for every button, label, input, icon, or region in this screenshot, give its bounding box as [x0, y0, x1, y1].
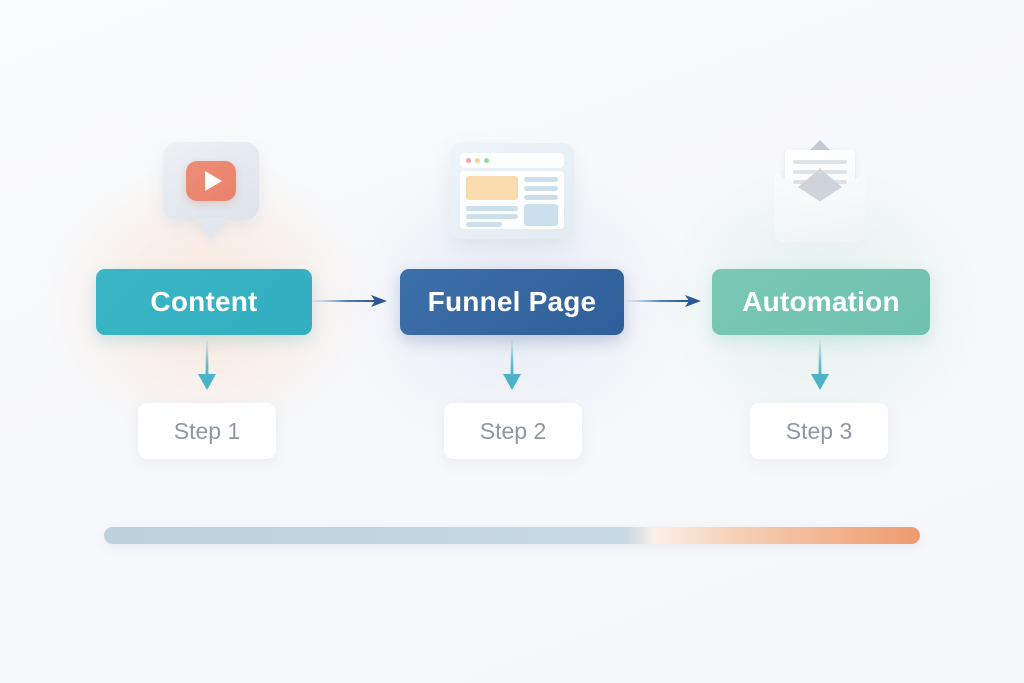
step-card-1[interactable]: Step 1	[138, 403, 276, 459]
page-sidebar-line	[524, 177, 558, 182]
step-label: Step 2	[479, 417, 547, 444]
stage-label: Automation	[742, 286, 900, 317]
step-label: Step 3	[785, 417, 853, 444]
step-card-3[interactable]: Step 3	[750, 403, 888, 459]
letter-text-line	[793, 160, 847, 164]
down-arrow-step-3-icon	[811, 340, 829, 390]
step-card-2[interactable]: Step 2	[444, 403, 582, 459]
arrow-content-to-funnel-icon	[313, 295, 387, 307]
stage-label: Content	[150, 286, 258, 317]
page-text-line	[466, 206, 518, 211]
speech-bubble-tail	[196, 218, 226, 240]
page-image-block	[524, 204, 558, 226]
browser-dot-green	[484, 158, 489, 163]
down-arrow-step-2-icon	[503, 340, 521, 390]
page-sidebar-line	[524, 186, 558, 191]
progress-bar[interactable]	[104, 527, 920, 544]
play-triangle-icon	[205, 171, 222, 191]
step-label: Step 1	[173, 417, 241, 444]
stage-box-content[interactable]: Content	[96, 269, 312, 335]
stage-label: Funnel Page	[427, 286, 597, 317]
arrow-funnel-to-automation-icon	[627, 295, 701, 307]
page-hero-block	[466, 176, 518, 200]
page-sidebar-line	[524, 195, 558, 200]
stage-box-automation[interactable]: Automation	[712, 269, 930, 335]
down-arrow-step-1-icon	[198, 340, 216, 390]
page-text-line	[466, 222, 502, 227]
browser-dot-red	[466, 158, 471, 163]
page-text-line	[466, 214, 518, 219]
browser-title-bar	[460, 153, 564, 168]
browser-dot-yellow	[475, 158, 480, 163]
stage-box-funnel-page[interactable]: Funnel Page	[400, 269, 624, 335]
